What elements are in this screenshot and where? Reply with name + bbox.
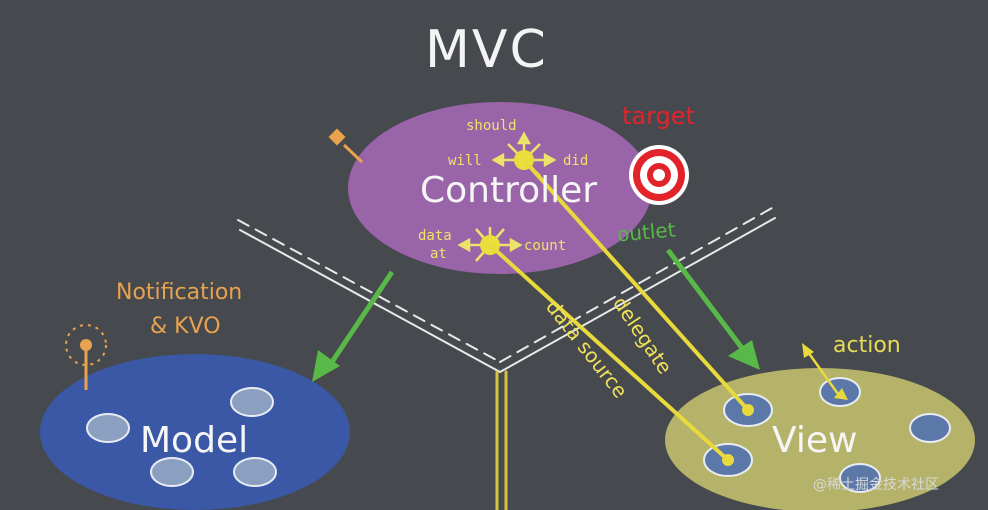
right-solid-line [499, 217, 776, 373]
action-label: action [833, 333, 901, 358]
should-label: should [466, 118, 517, 134]
target-icon [629, 145, 689, 205]
model-label: Model [140, 420, 249, 461]
model-node [233, 457, 277, 487]
target-label: target [622, 102, 695, 130]
at-label: at [430, 246, 447, 262]
kvo-label: & KVO [150, 314, 221, 339]
view-node [839, 463, 881, 493]
data-source-end-dot [722, 454, 734, 466]
data-source-line [488, 243, 730, 462]
controller-label: Controller [420, 170, 598, 211]
did-label: did [563, 153, 589, 169]
action-arrow [802, 343, 848, 400]
left-dashed-line [237, 219, 501, 363]
controller-ellipse [348, 102, 652, 274]
model-node [230, 387, 274, 417]
road-lines [237, 207, 776, 510]
model-node [150, 457, 194, 487]
right-dashed-line [499, 207, 773, 363]
controller-bottom-hub [457, 227, 523, 262]
outlet-arrow [666, 248, 760, 370]
view-label: View [772, 420, 858, 461]
view-node [909, 413, 951, 443]
model-node [86, 413, 130, 443]
data-label: data [418, 228, 452, 244]
outlet-label: outlet [616, 217, 677, 247]
notification-label: Notification [116, 280, 243, 305]
diagram-title: MVC [425, 20, 548, 80]
count-label: count [524, 238, 567, 254]
controller-to-model-arrow [312, 270, 395, 382]
watermark: @稀土掘金技术社区 [813, 477, 939, 493]
delegate-line [522, 158, 750, 412]
model-nodes [86, 387, 277, 487]
key-icon [328, 128, 364, 164]
delegate-end-dot [742, 404, 754, 416]
antenna-icon [65, 324, 107, 390]
will-label: will [448, 153, 482, 169]
